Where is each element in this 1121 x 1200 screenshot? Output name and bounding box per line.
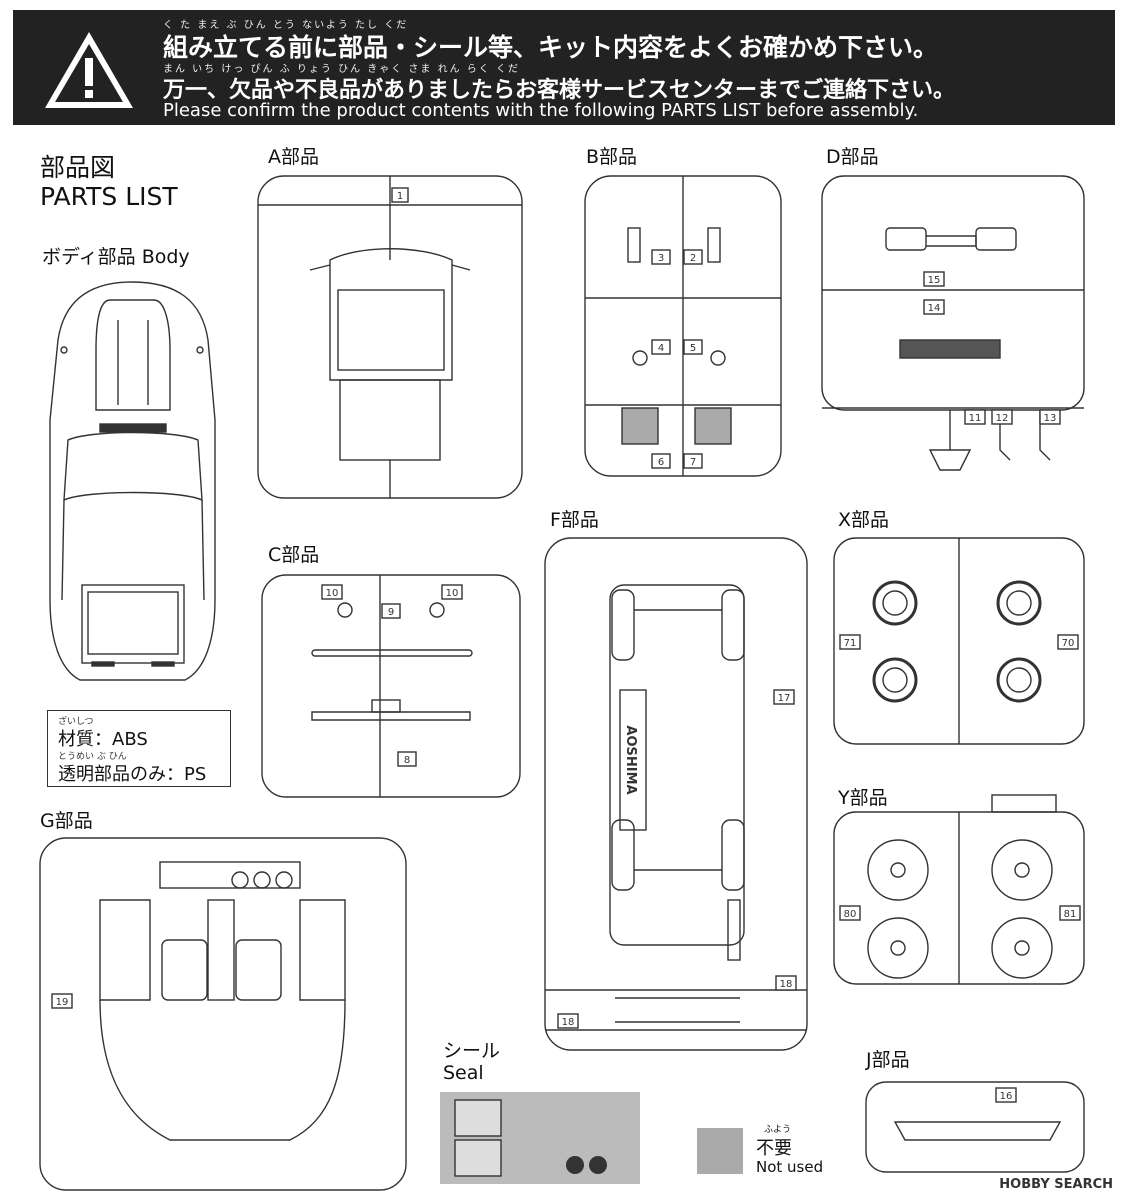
sprue-j-drawing: [865, 1081, 1085, 1173]
part-number-tags: 1 3 2 4 5 6 7 15 14 11 12 13 10 10 9 8 1…: [51, 187, 1081, 1103]
legend-ruby: ふよう: [764, 1125, 792, 1135]
sprue-x-label: X部品: [838, 509, 890, 531]
warning-line-1: 組み立てる前に部品・シール等、キット内容をよくお確かめ下さい。: [163, 33, 939, 62]
watermark: HOBBY SEARCH: [999, 1177, 1113, 1192]
sprue-y-label: Y部品: [838, 787, 888, 809]
legend-jp: 不要: [756, 1138, 792, 1159]
warning-banner: く た まえ ぶ ひん とう ないよう たし くだ 組み立てる前に部品・シール等…: [13, 10, 1115, 125]
warning-line-3: Please confirm the product contents with…: [163, 100, 919, 121]
warning-line-2: 万一、欠品や不良品がありましたらお客様サービスセンターまでご連絡下さい。: [163, 78, 956, 103]
sprue-f-label: F部品: [550, 509, 599, 531]
part-number: 18: [780, 979, 793, 990]
car-body-drawing: [49, 281, 216, 681]
sprue-g-drawing: [39, 837, 407, 1191]
legend-en: Not used: [756, 1158, 824, 1176]
part-number: 14: [928, 303, 941, 314]
sprue-x-drawing: [833, 537, 1085, 745]
brand-marking: AOSHIMA: [623, 725, 638, 794]
part-number: 1: [397, 191, 403, 202]
part-number: 3: [658, 253, 664, 264]
sprue-a-label: A部品: [268, 146, 319, 168]
warning-ruby-2: まん いち けっ ぴん ふ りょう ひん きゃく さま れん らく くだ: [163, 64, 520, 75]
part-number: 70: [1062, 638, 1075, 649]
sprue-y-drawing: [833, 794, 1085, 985]
part-number: 80: [844, 909, 857, 920]
seal-label-jp: シール: [443, 1040, 501, 1062]
warning-icon: [45, 32, 133, 108]
part-number: 11: [969, 413, 982, 424]
sprue-d-drawing: [821, 175, 1085, 471]
sprue-j-label: J部品: [866, 1049, 910, 1071]
part-number: 8: [404, 755, 410, 766]
title-jp: 部品図: [40, 153, 116, 182]
sprue-c-label: C部品: [268, 544, 320, 566]
part-number: 10: [446, 588, 459, 599]
part-number: 18: [562, 1017, 575, 1028]
part-number: 9: [388, 607, 394, 618]
seal-sheet-drawing: [440, 1092, 640, 1184]
material-row-1: 材質：ABS: [58, 729, 148, 750]
not-used-swatch: [697, 1128, 743, 1174]
part-number: 2: [690, 253, 696, 264]
sprue-g-label: G部品: [40, 810, 93, 832]
part-number: 71: [844, 638, 857, 649]
part-number: 13: [1044, 413, 1057, 424]
material-ruby-2: とうめい ぶ ひん: [58, 752, 127, 762]
material-ruby-1: ざいしつ: [58, 717, 94, 727]
part-number: 17: [778, 693, 791, 704]
material-row-2: 透明部品のみ：PS: [58, 764, 207, 785]
body-label: ボディ部品 Body: [42, 246, 190, 268]
part-number: 12: [996, 413, 1009, 424]
seal-label-en: Seal: [443, 1062, 484, 1084]
sprue-b-label: B部品: [586, 146, 638, 168]
sprue-f-drawing: [544, 537, 808, 1051]
sprue-a-drawing: [257, 175, 523, 499]
sprue-c-drawing: [261, 574, 521, 798]
part-number: 5: [690, 343, 696, 354]
part-number: 7: [690, 457, 696, 468]
part-number: 19: [56, 997, 69, 1008]
title-en: PARTS LIST: [40, 182, 178, 211]
material-box: ざいしつ 材質：ABS とうめい ぶ ひん 透明部品のみ：PS: [47, 710, 231, 787]
part-number: 15: [928, 275, 941, 286]
warning-ruby-1: く た まえ ぶ ひん とう ないよう たし くだ: [163, 20, 409, 31]
part-number: 6: [658, 457, 664, 468]
part-number: 81: [1064, 909, 1077, 920]
part-number: 4: [658, 343, 664, 354]
sprue-b-drawing: [584, 175, 782, 477]
sprue-d-label: D部品: [826, 146, 879, 168]
part-number: 16: [1000, 1091, 1013, 1102]
part-number: 10: [326, 588, 339, 599]
